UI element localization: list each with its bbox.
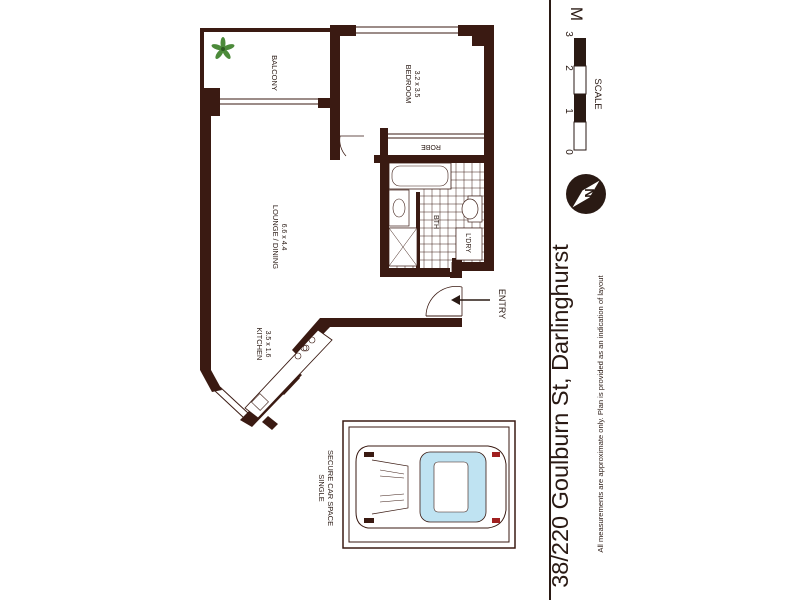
scale-title: SCALE [592,78,603,109]
entry-label: ENTRY [497,289,507,319]
balcony-label: BALCONY [270,55,279,91]
disclaimer-text: All measurements are approximate only. P… [596,275,605,553]
bath-label: BTH [432,215,439,229]
scale-tick-0: 0 [563,149,574,155]
scale-tick-1: 1 [563,108,574,114]
windows [204,26,458,419]
car-icon [355,445,507,529]
bedroom-size-label: 3.2 x 3.5 [413,71,420,98]
robe-label: ROBE [421,143,441,150]
bathroom-tiles [388,162,484,268]
kitchen-name-label: KITCHEN [255,328,264,361]
scale-unit: M [567,7,586,21]
lounge-size-label: 6.6 x 4.4 [280,224,287,251]
parking-label-line1: SINGLE [317,474,326,502]
scale-tick-2: 2 [563,65,574,71]
scale-tick-3: 3 [563,31,574,37]
plant-icon [211,37,235,59]
compass-label: N [582,188,597,197]
bedroom-name-label: BEDROOM [404,65,413,104]
kitchen-fixtures [244,329,333,419]
north-arrow-icon [566,174,606,214]
doors [339,133,484,317]
walls [200,25,494,430]
kitchen-size-label: 3.5 x 1.6 [264,331,271,358]
property-address: 38/220 Goulburn St, Darlinghurst [547,244,573,588]
entry-arrow-icon [451,295,490,305]
lounge-name-label: LOUNGE / DINING [271,205,280,269]
scale-bar [573,38,587,151]
car-space [342,420,516,549]
parking-label-line2: SECURE CAR SPACE [326,450,335,526]
laundry-label: L'DRY [464,233,471,253]
